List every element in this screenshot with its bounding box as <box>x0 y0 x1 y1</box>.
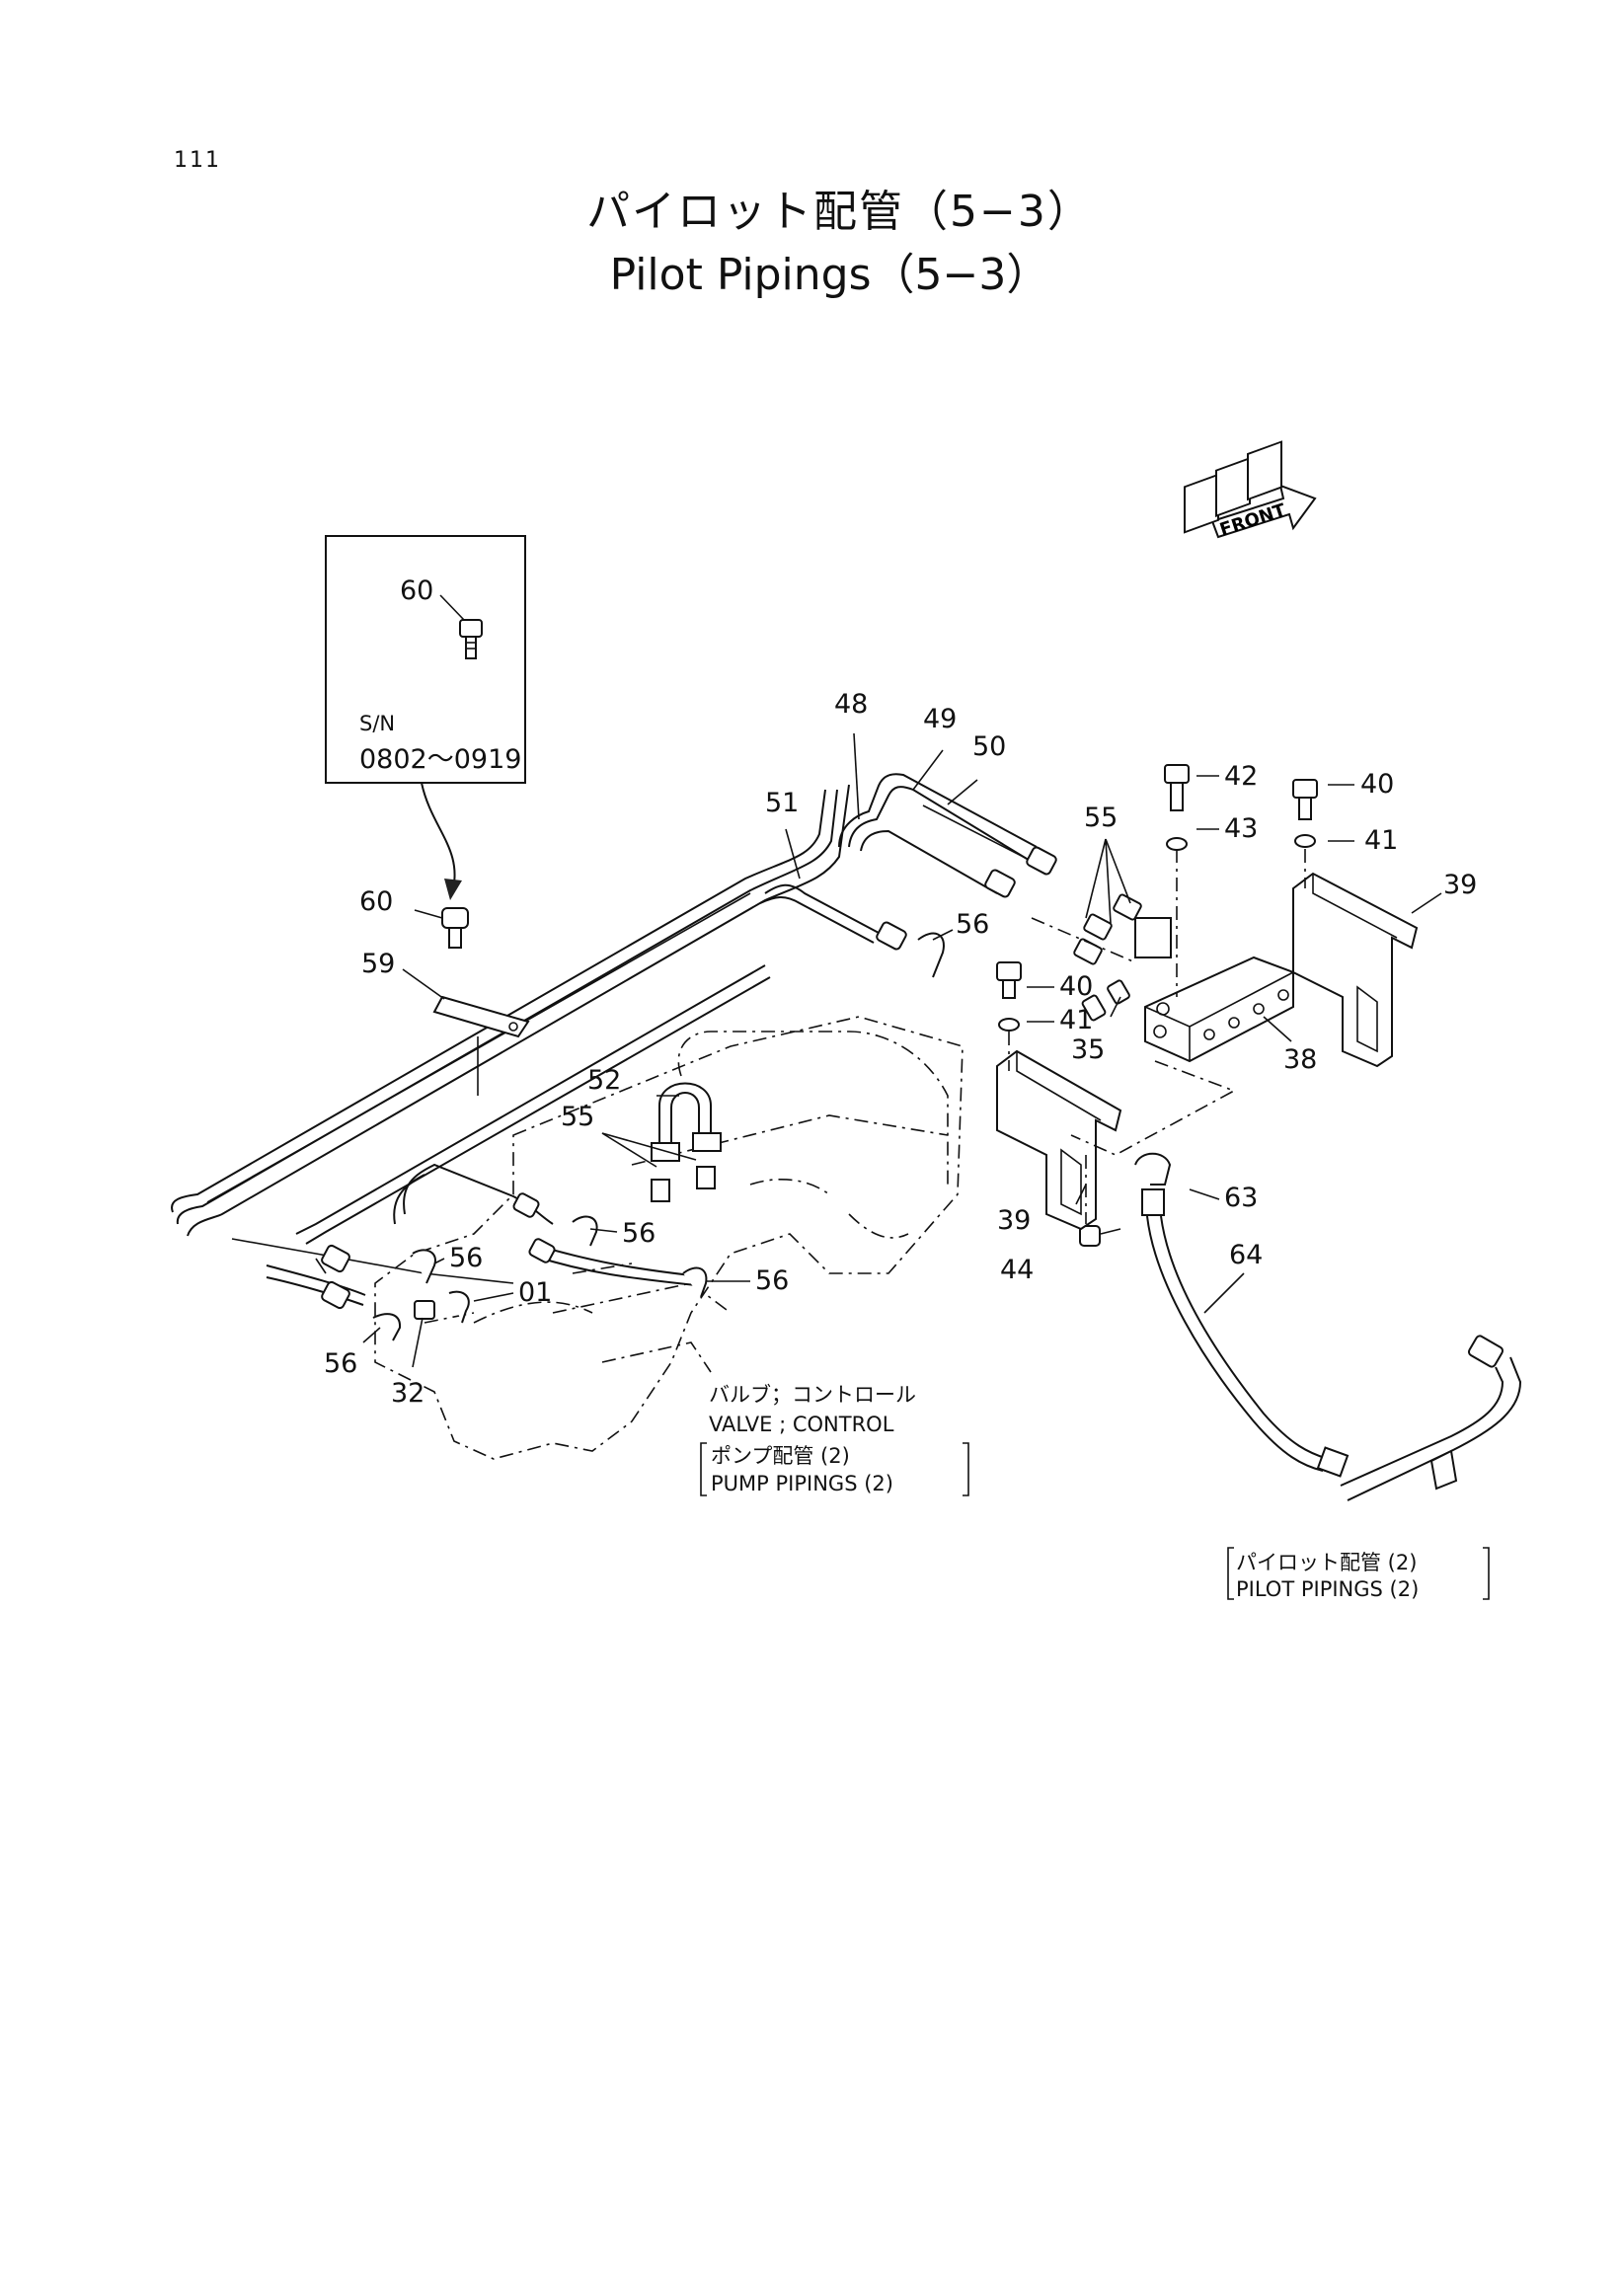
callout-49: 49 <box>923 704 957 734</box>
plate-59 <box>432 995 530 1038</box>
callout-43: 43 <box>1224 813 1258 844</box>
reference-pilot-pipings: パイロット配管 (2) PILOT PIPINGS (2) <box>1227 1547 1490 1601</box>
callout-60-inset: 60 <box>400 575 433 606</box>
ref-valve-sub-jp: ポンプ配管 (2) <box>711 1444 850 1468</box>
page-number: 111 <box>174 148 221 173</box>
pipe-fittings <box>321 846 1142 1341</box>
callout-39-mid: 39 <box>997 1205 1031 1236</box>
callout-41-right: 41 <box>1364 825 1398 856</box>
bracket-39-middle <box>996 1049 1122 1231</box>
inset-sn-label: S/N <box>359 712 395 735</box>
callout-42: 42 <box>1224 761 1258 792</box>
leader-lines <box>362 732 1442 1368</box>
callout-44: 44 <box>1000 1255 1034 1285</box>
callout-48: 48 <box>834 689 868 720</box>
callout-56-right: 56 <box>755 1265 789 1296</box>
callout-55-top: 55 <box>1084 803 1118 833</box>
control-valve-block <box>374 1016 964 1460</box>
callout-51: 51 <box>765 788 799 818</box>
callout-39-right: 39 <box>1443 870 1477 900</box>
page-title-japanese: パイロット配管（5−3） <box>586 187 1093 237</box>
callout-01: 01 <box>518 1277 552 1308</box>
ref-pilot-en: PILOT PIPINGS (2) <box>1236 1577 1419 1601</box>
ref-valve-en: VALVE ; CONTROL <box>709 1413 894 1436</box>
plug-35 <box>1107 979 1130 1005</box>
bolt-icon <box>459 619 483 659</box>
inset-arrow <box>421 782 456 894</box>
solenoid-valve-38 <box>1134 440 1294 1063</box>
callout-55-mid: 55 <box>561 1102 594 1132</box>
callout-32: 32 <box>391 1378 424 1409</box>
callout-56-bottom: 56 <box>324 1348 357 1379</box>
inset-sn-range: 0802～0919 <box>359 744 521 775</box>
callout-52: 52 <box>587 1065 621 1096</box>
callout-59: 59 <box>361 949 395 979</box>
bolt-60 <box>441 907 469 949</box>
ref-valve-sub-en: PUMP PIPINGS (2) <box>711 1472 893 1495</box>
reference-control-valve: バルブ；コントロール VALVE ; CONTROL ポンプ配管 (2) PUM… <box>700 1383 969 1496</box>
callout-60: 60 <box>359 886 393 917</box>
callout-56-top: 56 <box>956 909 989 940</box>
callout-41-mid: 41 <box>1059 1005 1093 1035</box>
callout-56-left: 56 <box>449 1243 483 1273</box>
bracket-39-right <box>1292 872 1419 1068</box>
callout-40-right: 40 <box>1360 769 1394 800</box>
inset-box: 60 S/N 0802～0919 <box>325 535 526 784</box>
bolts-and-washers <box>996 764 1318 1247</box>
callout-35: 35 <box>1071 1034 1105 1065</box>
ref-pilot-jp: パイロット配管 (2) <box>1236 1551 1417 1574</box>
page-title-english: Pilot Pipings（5−3） <box>609 250 1050 300</box>
callout-56-mid: 56 <box>622 1218 656 1249</box>
ref-valve-jp: バルブ；コントロール <box>709 1383 916 1407</box>
hose-64 <box>1134 1152 1522 1501</box>
callout-38: 38 <box>1283 1044 1317 1075</box>
pilot-pipe-bundle <box>171 773 1047 1306</box>
callout-64: 64 <box>1229 1240 1263 1270</box>
callout-numbers: 60 59 48 49 50 51 55 42 43 40 41 39 56 4… <box>324 689 1477 1409</box>
callout-50: 50 <box>972 731 1006 762</box>
callout-40-mid: 40 <box>1059 971 1093 1002</box>
callout-63: 63 <box>1224 1183 1258 1213</box>
